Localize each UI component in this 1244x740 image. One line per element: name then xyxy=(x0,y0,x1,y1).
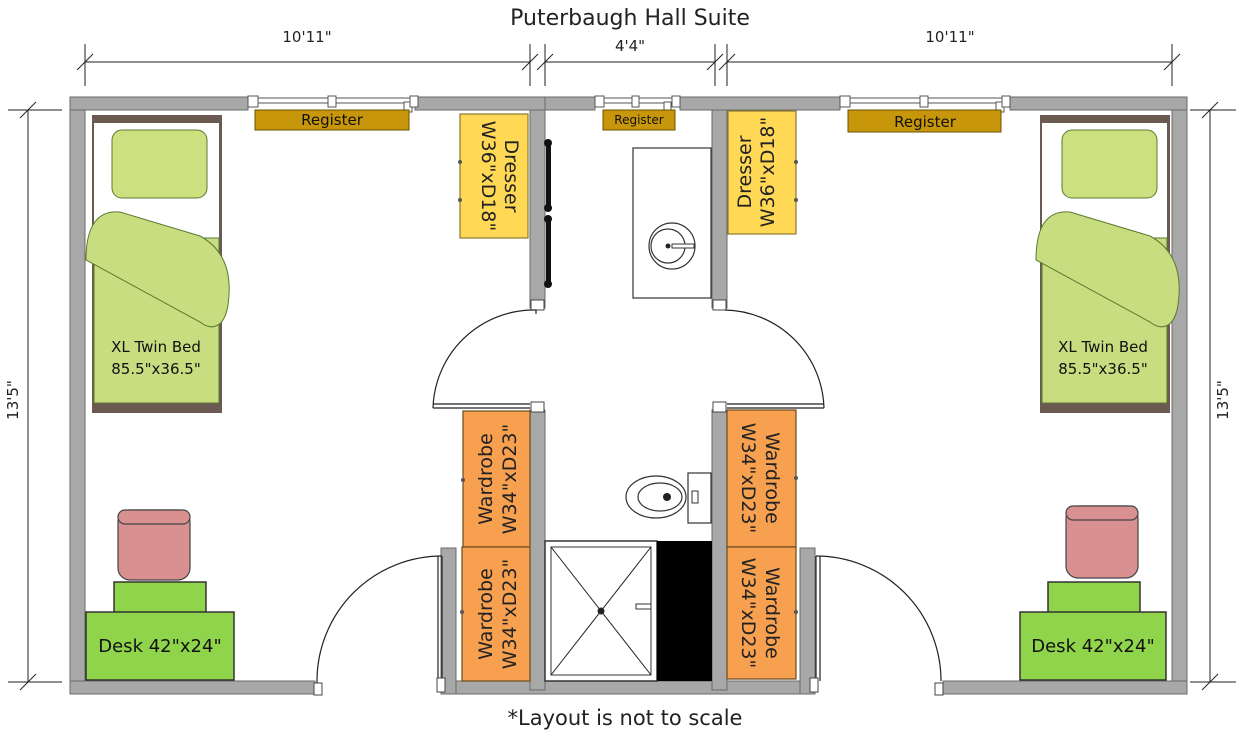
bath-door-right xyxy=(724,309,825,409)
wardrobe-left-top: Wardrobe W34"xD23" xyxy=(461,410,531,548)
wardrobe-size: W34"xD23" xyxy=(737,558,759,669)
left-dresser-size: W36"xD18" xyxy=(477,121,499,232)
wardrobe-label: Wardrobe xyxy=(761,432,783,524)
right-register-label: Register xyxy=(894,113,957,131)
entry-door-right xyxy=(809,555,944,696)
right-width-label: 10'11" xyxy=(925,28,974,46)
left-bed: XL Twin Bed 85.5"x36.5" xyxy=(85,115,230,413)
towel-bar xyxy=(544,139,552,288)
wardrobe-left-bottom: Wardrobe W34"xD23" xyxy=(460,546,531,682)
bath-register-label: Register xyxy=(614,113,663,127)
sink-vanity xyxy=(632,147,712,299)
toilet-icon xyxy=(625,472,712,524)
wardrobe-size: W34"xD23" xyxy=(499,559,521,670)
left-width-label: 10'11" xyxy=(282,28,331,46)
wardrobe-label: Wardrobe xyxy=(475,568,497,660)
bath-register: Register xyxy=(602,109,676,131)
left-bed-size: 85.5"x36.5" xyxy=(111,360,200,378)
right-desk: Desk 42"x24" xyxy=(1019,505,1167,681)
left-register: Register xyxy=(254,109,410,131)
right-bed: XL Twin Bed 85.5"x36.5" xyxy=(1035,115,1180,413)
entry-door-left xyxy=(313,555,446,696)
left-height-label: 13'5" xyxy=(4,380,22,420)
right-dresser-label: Dresser xyxy=(734,135,756,208)
footnote: *Layout is not to scale xyxy=(508,706,743,730)
right-register: Register xyxy=(847,109,1002,133)
right-bed-label: XL Twin Bed xyxy=(1058,338,1148,356)
wardrobe-right-top: Wardrobe W34"xD23" xyxy=(726,409,798,548)
shower-icon xyxy=(544,540,712,682)
wardrobe-size: W34"xD23" xyxy=(737,423,759,534)
right-height-label: 13'5" xyxy=(1214,380,1232,420)
left-pillow-icon xyxy=(111,129,208,199)
wardrobe-right-bottom: Wardrobe W34"xD23" xyxy=(726,546,798,680)
right-bed-size: 85.5"x36.5" xyxy=(1058,360,1147,378)
left-register-label: Register xyxy=(301,111,364,129)
plan-title: Puterbaugh Hall Suite xyxy=(510,6,750,31)
wardrobe-size: W34"xD23" xyxy=(499,424,521,535)
wardrobe-label: Wardrobe xyxy=(475,433,497,525)
right-dresser: Dresser W36"xD18" xyxy=(727,110,798,235)
left-bed-label: XL Twin Bed xyxy=(111,338,201,356)
right-dresser-size: W36"xD18" xyxy=(757,117,779,228)
left-desk: Desk 42"x24" xyxy=(85,509,235,681)
right-pillow-icon xyxy=(1061,129,1158,199)
bath-door-left xyxy=(432,309,537,409)
bath-width-label: 4'4" xyxy=(615,37,645,55)
top-dimensions: 10'11" 4'4" 10'11" xyxy=(76,28,1181,86)
side-dimensions: 13'5" 13'5" xyxy=(4,101,1236,691)
left-desk-label: Desk 42"x24" xyxy=(98,636,221,657)
right-desk-label: Desk 42"x24" xyxy=(1031,636,1154,657)
left-dresser-label: Dresser xyxy=(500,139,522,212)
left-dresser: Dresser W36"xD18" xyxy=(458,113,529,239)
wardrobe-label: Wardrobe xyxy=(761,567,783,659)
walls xyxy=(69,96,1188,695)
windows xyxy=(247,95,1011,113)
